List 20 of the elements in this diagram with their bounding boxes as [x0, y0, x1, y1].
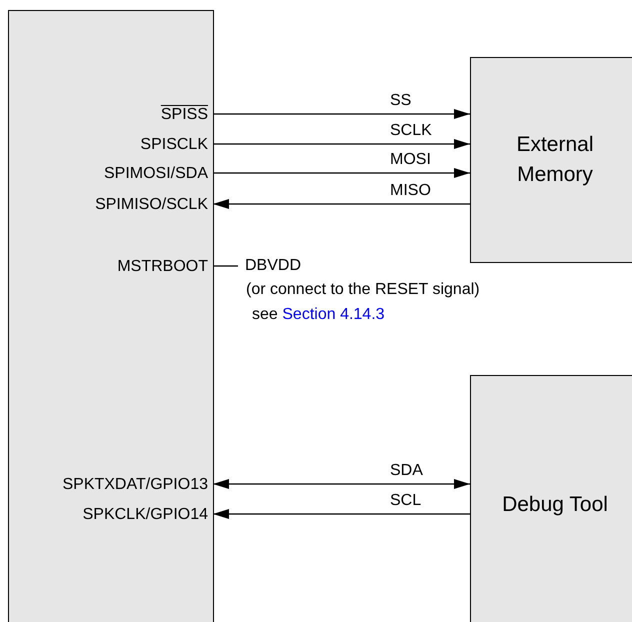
section-link: Section 4.14.3 — [282, 306, 385, 323]
device-box: Debug Tool — [470, 375, 632, 622]
pin-label: SPKTXDAT/GPIO13 — [9, 474, 214, 496]
arrow — [213, 168, 470, 178]
arrow — [213, 109, 470, 119]
arrow — [213, 199, 470, 209]
note-text: (or connect to the RESET signal) — [246, 280, 480, 300]
pin-label: SPIMOSI/SDA — [9, 163, 214, 185]
pin-label: SPIMISO/SCLK — [9, 194, 214, 216]
chip-block — [8, 10, 214, 622]
arrow — [213, 509, 470, 519]
arrow — [213, 479, 470, 489]
supply-label: DBVDD — [238, 256, 300, 276]
pin-label: SPISS — [9, 104, 214, 126]
pin-label: SPKCLK/GPIO14 — [9, 504, 214, 526]
pin-label: SPISCLK — [9, 134, 214, 156]
pin-label: MSTRBOOT — [9, 256, 214, 278]
note-text: see Section 4.14.3 — [252, 305, 385, 325]
device-box: External Memory — [470, 57, 632, 263]
arrow — [213, 139, 470, 149]
